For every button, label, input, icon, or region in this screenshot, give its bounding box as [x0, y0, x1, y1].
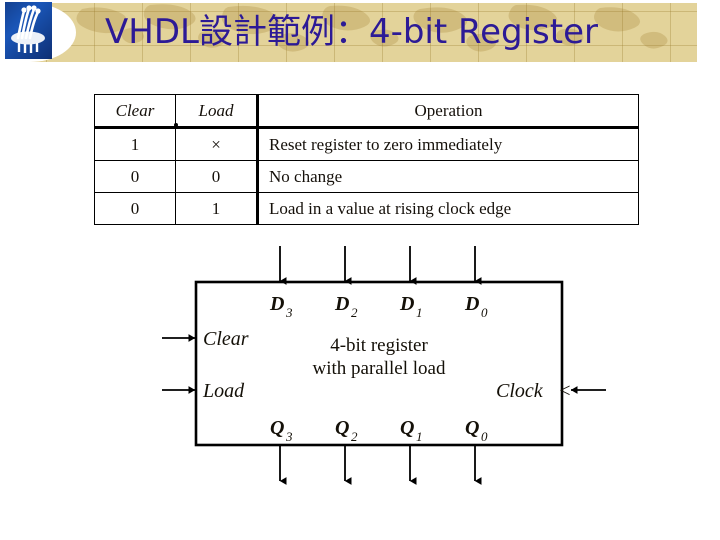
label-d3-sub: 3: [285, 305, 293, 320]
data-input-labels: D 3 D 2 D 1 D 0: [269, 293, 488, 320]
label-q2: Q: [335, 417, 349, 439]
label-d0-sub: 0: [481, 305, 488, 320]
table-row: 0 0 No change: [94, 160, 639, 193]
register-block-diagram: D 3 D 2 D 1 D 0 Clear Load 4-bit registe…: [140, 238, 610, 503]
label-q3: Q: [270, 417, 284, 439]
register-box: [194, 280, 564, 447]
label-q2-sub: 2: [351, 429, 358, 444]
cell-operation: No change: [256, 160, 639, 193]
cell-operation: Load in a value at rising clock edge: [256, 192, 639, 225]
cell-clear: 1: [94, 127, 176, 161]
label-q1: Q: [400, 417, 414, 439]
table-divider-dot: [174, 123, 178, 127]
label-clear: Clear: [203, 328, 249, 350]
cell-load: 1: [175, 192, 258, 225]
truth-table: Clear Load Operation 1 × Reset register …: [94, 94, 639, 225]
data-output-arrows: [279, 446, 482, 485]
cell-load: 0: [175, 160, 258, 193]
label-clock: Clock: [496, 380, 544, 402]
cell-operation: Reset register to zero immediately: [256, 127, 639, 161]
table-row: 1 × Reset register to zero immediately: [94, 127, 639, 161]
label-q3-sub: 3: [285, 429, 293, 444]
cell-clear: 0: [94, 192, 176, 225]
label-d1-sub: 1: [416, 305, 423, 320]
label-q0: Q: [465, 417, 479, 439]
title-banner: [30, 3, 697, 62]
label-load: Load: [202, 380, 245, 402]
block-title-line1: 4-bit register: [330, 335, 428, 356]
label-d2: D: [334, 293, 349, 315]
data-input-arrows: [279, 246, 482, 285]
cell-clear: 0: [94, 160, 176, 193]
institution-logo: [5, 2, 52, 59]
world-map-watermark: [34, 4, 668, 52]
label-d2-sub: 2: [351, 305, 358, 320]
label-d3: D: [269, 293, 284, 315]
cell-load: ×: [175, 127, 258, 161]
control-input-arrows: [162, 334, 196, 394]
block-title-line2: with parallel load: [313, 358, 446, 379]
label-q0-sub: 0: [481, 429, 488, 444]
label-d0: D: [464, 293, 479, 315]
data-output-labels: Q 3 Q 2 Q 1 Q 0: [270, 417, 488, 444]
column-header-load: Load: [175, 94, 258, 129]
table-row: 0 1 Load in a value at rising clock edge: [94, 192, 639, 225]
slide-header: VHDL設計範例：4-bit Register: [0, 0, 720, 70]
column-header-clear: Clear: [94, 94, 176, 129]
label-q1-sub: 1: [416, 429, 423, 444]
page-title: VHDL設計範例：4-bit Register: [105, 12, 598, 52]
clock-edge-marker: <: [558, 380, 572, 402]
table-header-row: Clear Load Operation: [94, 94, 639, 129]
banner-grid-lines: [30, 3, 697, 62]
column-header-operation: Operation: [256, 94, 639, 129]
label-d1: D: [399, 293, 414, 315]
